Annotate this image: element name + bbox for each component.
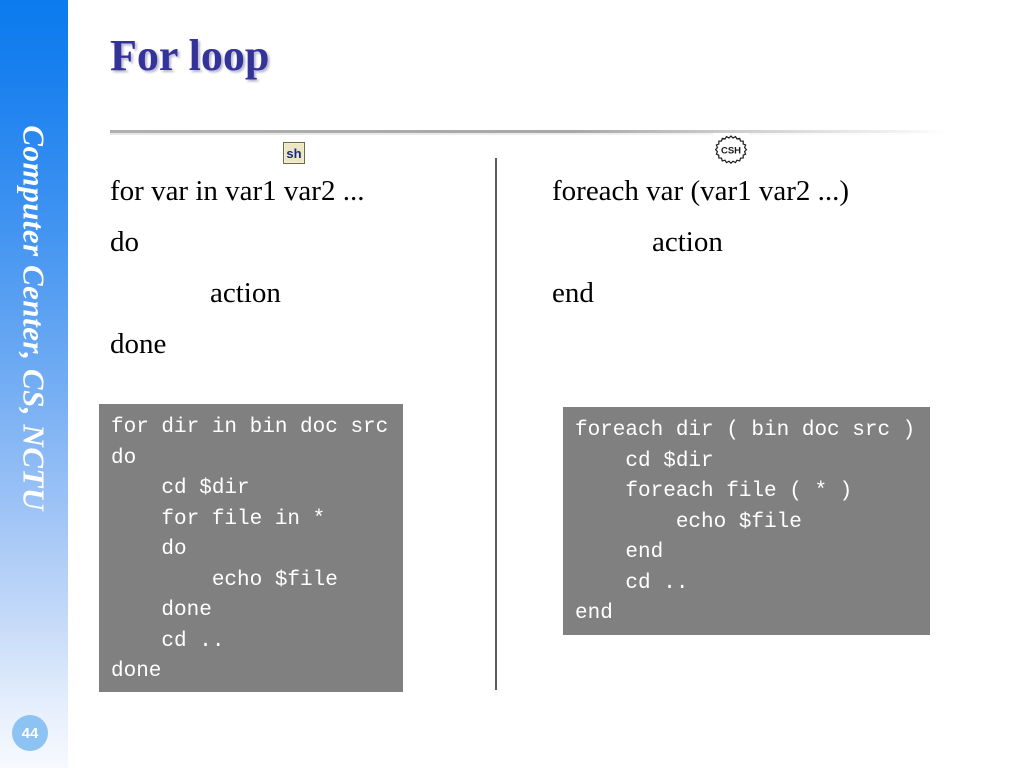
sh-shell-icon: sh xyxy=(283,142,305,164)
sh-syntax-line: action xyxy=(210,277,281,309)
page-number-badge: 44 xyxy=(12,715,48,751)
csh-syntax-line: action xyxy=(652,226,723,258)
sidebar-gradient-bar xyxy=(0,0,68,768)
csh-syntax-block: foreach var (var1 var2 ...) action end xyxy=(552,166,952,319)
csh-syntax-line: foreach var (var1 var2 ...) xyxy=(552,175,850,207)
csh-code-example: foreach dir ( bin doc src ) cd $dir fore… xyxy=(563,407,930,635)
sh-code-example: for dir in bin doc src do cd $dir for fi… xyxy=(99,404,403,692)
sh-syntax-line: for var in var1 var2 ... xyxy=(110,175,365,207)
sh-syntax-line: done xyxy=(110,328,167,360)
sh-syntax-block: for var in var1 var2 ... do action done xyxy=(110,166,480,370)
column-divider xyxy=(495,158,497,690)
csh-shell-icon: CSH xyxy=(713,133,749,167)
sh-syntax-line: do xyxy=(110,226,139,258)
csh-syntax-line: end xyxy=(552,277,594,309)
page-title: For loop xyxy=(110,31,270,80)
svg-text:sh: sh xyxy=(286,146,301,161)
title-divider xyxy=(110,130,950,135)
svg-text:CSH: CSH xyxy=(721,146,741,157)
